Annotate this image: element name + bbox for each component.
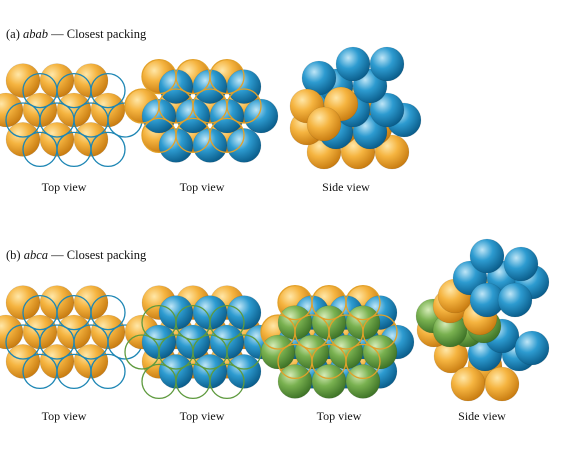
- sphere-layer-b: [503, 246, 539, 282]
- sphere-layer-a: [73, 63, 109, 98]
- b-top-view-layer-a-with-b-outlines: [0, 285, 143, 390]
- outline-layer-b: [90, 131, 126, 168]
- sphere-layer-b: [497, 282, 533, 318]
- sphere-layer-a: [374, 134, 410, 170]
- b-top-view-layers-a-b-c: [260, 284, 415, 399]
- caption-b-top-view-2: Top view: [179, 409, 225, 423]
- sphere-layer-b: [369, 92, 405, 128]
- sphere-layer-a: [73, 122, 109, 157]
- b-top-view-layers-a-b-with-c-outlines: [124, 285, 279, 400]
- sphere-layer-c: [311, 364, 347, 399]
- section-b-title: (b) abca — Closest packing: [6, 248, 146, 263]
- section-a-suffix: — Closest packing: [48, 27, 147, 41]
- sphere-layer-b: [226, 128, 262, 163]
- outline-layer-c: [209, 363, 245, 400]
- sphere-layer-c: [277, 364, 313, 399]
- b-side-view-stack: [415, 238, 550, 402]
- outline-layer-b: [90, 294, 126, 331]
- sphere-layer-b: [514, 330, 550, 366]
- sphere-layer-b: [469, 238, 505, 274]
- a-top-view-layer-a-with-b-outlines: [0, 63, 143, 168]
- caption-a-side-view: Side view: [322, 180, 370, 194]
- sphere-layer-b: [335, 46, 371, 82]
- sphere-layer-a: [450, 366, 486, 402]
- sphere-layer-c: [362, 334, 398, 370]
- outline-layer-c: [209, 304, 245, 341]
- section-b-suffix: — Closest packing: [48, 248, 147, 262]
- outline-layer-a: [226, 88, 262, 124]
- sphere-layer-b: [226, 354, 262, 389]
- caption-a-top-view-2: Top view: [179, 180, 225, 194]
- caption-a-top-view-1: Top view: [41, 180, 87, 194]
- sphere-layer-a: [306, 106, 342, 142]
- sphere-layer-a: [0, 314, 24, 350]
- sphere-layer-a: [73, 285, 109, 320]
- outline-layer-a: [345, 343, 381, 380]
- a-top-view-layers-a-b: [124, 58, 279, 163]
- sphere-layer-c: [345, 364, 381, 399]
- outline-layer-b: [90, 72, 126, 109]
- caption-b-top-view-1: Top view: [41, 409, 87, 423]
- section-b-pattern: abca: [23, 248, 49, 262]
- a-side-view-stack: [289, 46, 422, 170]
- section-b-prefix: (b): [6, 248, 24, 262]
- sphere-layer-a: [0, 92, 24, 128]
- sphere-layer-b: [226, 295, 262, 330]
- caption-b-top-view-3: Top view: [316, 409, 362, 423]
- sphere-layer-a: [484, 366, 520, 402]
- section-a-pattern: abab: [23, 27, 48, 41]
- outline-layer-a: [209, 58, 245, 95]
- section-a-title: (a) abab — Closest packing: [6, 27, 146, 42]
- sphere-layer-b: [369, 46, 405, 82]
- outline-layer-b: [90, 353, 126, 390]
- outline-layer-a: [345, 284, 381, 321]
- section-a-prefix: (a): [6, 27, 23, 41]
- sphere-layer-c: [345, 305, 381, 340]
- outline-layer-a: [362, 314, 398, 350]
- sphere-layer-b: [226, 69, 262, 104]
- outline-layer-a: [209, 117, 245, 154]
- caption-b-side-view: Side view: [458, 409, 506, 423]
- sphere-layer-b: [243, 98, 279, 134]
- sphere-layer-a: [73, 344, 109, 379]
